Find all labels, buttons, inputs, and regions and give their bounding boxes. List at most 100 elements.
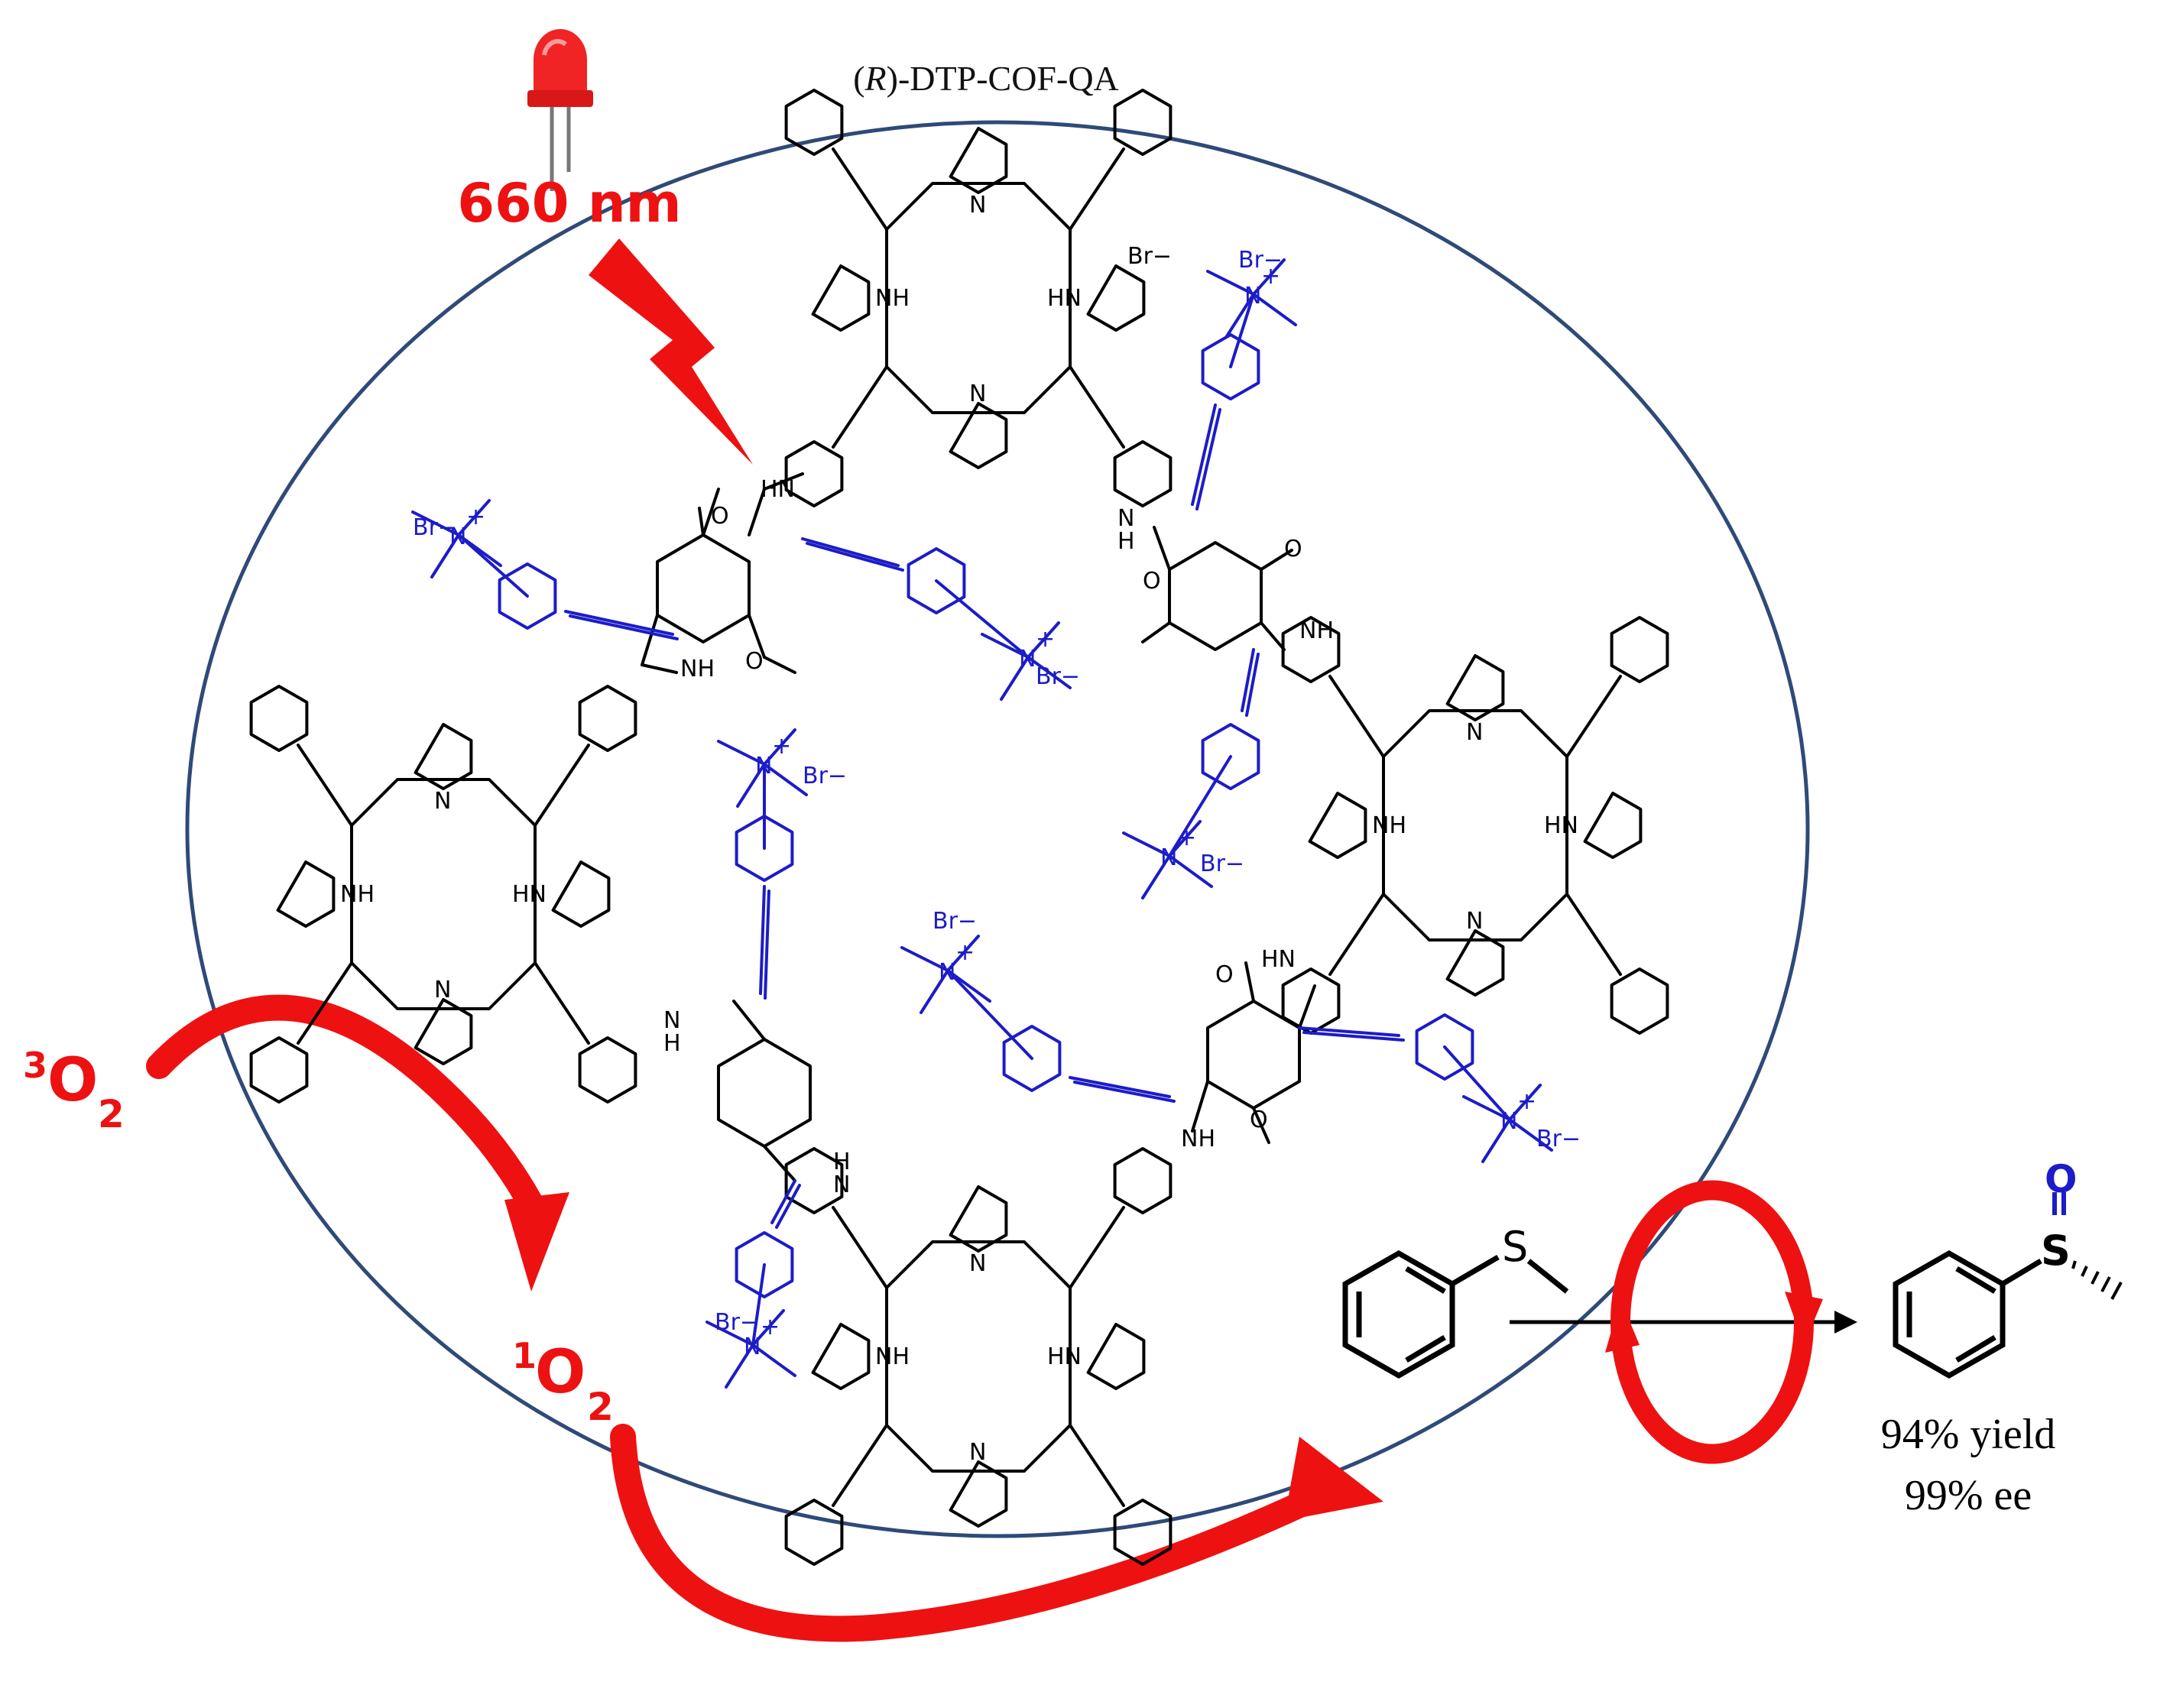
sulfur-label: S bbox=[1502, 1223, 1528, 1271]
ammonium-n: N bbox=[755, 753, 772, 779]
wavelength-label: 660 nm bbox=[457, 172, 681, 235]
pyrrole-ring bbox=[414, 723, 473, 790]
phenyl-ring bbox=[578, 1036, 637, 1104]
alkyne-bond bbox=[564, 610, 674, 636]
thioanisole-substrate: S bbox=[1342, 1223, 1569, 1379]
ammonium-side-chain: N+Br− bbox=[900, 908, 1176, 1103]
benzyl-ring bbox=[1415, 1013, 1474, 1081]
phenyl-ring bbox=[578, 685, 637, 752]
ammonium-n: N bbox=[449, 523, 466, 550]
ammonium-side-chain: N+Br− bbox=[717, 728, 847, 1000]
pyrrole-n: N bbox=[1466, 719, 1483, 746]
ammonium-charge: + bbox=[1177, 825, 1196, 851]
methoxy-o: O bbox=[1215, 961, 1234, 988]
pyrrole-n: N bbox=[1466, 908, 1483, 935]
pyrrole-ring bbox=[1445, 654, 1505, 721]
benzyl-ring bbox=[735, 815, 794, 882]
lightning-bolt-icon bbox=[589, 238, 753, 465]
benzyl-ring bbox=[735, 1231, 794, 1298]
ammonium-n: N bbox=[744, 1334, 761, 1360]
bromide-label: Br− bbox=[715, 1309, 759, 1336]
ammonium-side-chain: N+Br− bbox=[801, 537, 1080, 701]
ee-label: 99% ee bbox=[1905, 1472, 2032, 1519]
methoxy-o: O bbox=[711, 503, 729, 530]
benzyl-ring bbox=[1002, 1025, 1062, 1092]
pyrrole-ring bbox=[1308, 792, 1367, 859]
methoxy-o: O bbox=[1143, 568, 1161, 595]
singlet-oxygen-label: 1 O 2 bbox=[512, 1335, 614, 1429]
methoxy-o: O bbox=[1250, 1107, 1268, 1133]
phenylene-ring bbox=[717, 1038, 812, 1148]
alkyne-bond bbox=[1069, 1076, 1171, 1098]
pyrrole-hn: HN bbox=[1544, 812, 1578, 839]
oxygen-label: O bbox=[2045, 1157, 2078, 1201]
reaction-arrowhead bbox=[1834, 1311, 1857, 1334]
pyrrole-n: N bbox=[434, 977, 451, 1003]
pyrrole-nh: NH bbox=[1372, 812, 1406, 839]
ammonium-side-chain: N+Br− bbox=[705, 1179, 801, 1389]
pyrrole-ring bbox=[811, 264, 871, 332]
pyrrole-nh: NH bbox=[875, 1343, 910, 1370]
amine-hn: HN bbox=[1261, 946, 1296, 973]
oxidation-arrow bbox=[610, 1424, 1328, 1642]
alkyne-bond bbox=[1298, 1026, 1400, 1037]
ammonium-n: N bbox=[939, 959, 955, 986]
phenyl-ring bbox=[249, 1036, 309, 1104]
amine-h: H bbox=[833, 1149, 851, 1175]
ammonium-charge: + bbox=[955, 939, 975, 966]
cycle-arrows-icon bbox=[1605, 1180, 1823, 1464]
pyrrole-n: N bbox=[434, 788, 451, 815]
sulfoxide-product: O S bbox=[1893, 1157, 2123, 1379]
excitation-arrowhead bbox=[504, 1192, 569, 1292]
amine-n: N bbox=[663, 1007, 680, 1034]
pyrrole-ring bbox=[551, 860, 611, 928]
framework-title: (R)-DTP-COF-QA bbox=[853, 59, 1119, 98]
benzyl-ring bbox=[1201, 333, 1260, 400]
ammonium-side-chain: N+Br− bbox=[411, 499, 679, 640]
phenyl-ring bbox=[1610, 616, 1669, 683]
ammonium-charge: + bbox=[1261, 263, 1280, 290]
methoxy-o: O bbox=[745, 648, 764, 675]
porphyrin-unit: N N NH HN bbox=[1281, 616, 1669, 1035]
ammonium-n: N bbox=[1160, 844, 1177, 871]
phenyl-ring bbox=[1113, 89, 1173, 156]
phenyl-ring bbox=[784, 440, 844, 507]
excitation-arrow bbox=[146, 994, 548, 1224]
phenyl-ring bbox=[1113, 1499, 1173, 1566]
benzyl-ring bbox=[907, 547, 966, 614]
ammonium-side-chain: N+Br− bbox=[1298, 1013, 1581, 1163]
pyrrole-ring bbox=[811, 1323, 871, 1390]
bromide-label: Br− bbox=[1200, 851, 1244, 877]
pyrrole-ring bbox=[414, 998, 473, 1065]
pyrrole-ring bbox=[1583, 792, 1643, 859]
amine-h: H bbox=[663, 1030, 681, 1057]
phenyl-ring bbox=[1610, 967, 1669, 1035]
ammonium-charge: + bbox=[772, 733, 791, 760]
phenyl-ring bbox=[1113, 1147, 1173, 1214]
alkyne-bond bbox=[1241, 648, 1255, 712]
alkyne-bond bbox=[759, 885, 766, 995]
ammonium-charge: + bbox=[466, 504, 485, 530]
pyrrole-nh: NH bbox=[875, 285, 910, 312]
amine-nh: NH bbox=[1181, 1126, 1215, 1152]
phenyl-ring bbox=[784, 89, 844, 156]
bromide-label: Br− bbox=[1238, 247, 1283, 274]
bromide-label: Br− bbox=[1036, 663, 1080, 690]
ammonium-charge: + bbox=[1517, 1088, 1536, 1115]
phenyl-ring bbox=[1281, 616, 1341, 683]
methoxy-o: O bbox=[1284, 536, 1302, 562]
framework-linkers bbox=[641, 472, 1316, 1182]
benzyl-ring bbox=[1201, 723, 1260, 790]
pyrrole-ring bbox=[949, 127, 1008, 194]
amine-nh: NH bbox=[680, 656, 715, 682]
dimethoxy-benzene-ring bbox=[1168, 541, 1263, 651]
amine-h: H bbox=[1117, 528, 1135, 555]
alkyne-bond bbox=[801, 537, 900, 567]
ammonium-side-chain: N+Br− bbox=[1122, 648, 1260, 899]
pyrrole-nh: NH bbox=[340, 881, 375, 908]
